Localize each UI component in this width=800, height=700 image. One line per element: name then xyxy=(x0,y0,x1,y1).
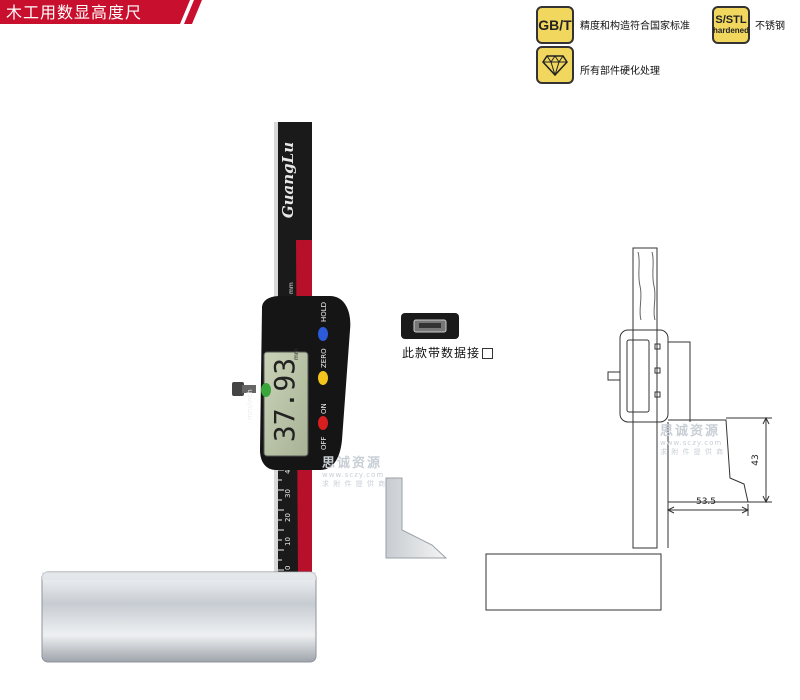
top-scale-mark: mm xyxy=(288,282,295,294)
measuring-hook xyxy=(385,477,448,559)
sstl-badge-subtext: hardened xyxy=(713,26,750,35)
zero-label: ZERO xyxy=(320,348,328,368)
data-port-image xyxy=(401,313,459,339)
gbt-label: 精度和构造符合国家标准 xyxy=(580,21,690,32)
brand-logo: GuangLu xyxy=(279,142,297,218)
watermark-sub-2: 求 附 件 提 供 商 xyxy=(660,448,725,456)
display-value: 37.93 xyxy=(268,358,301,442)
title-banner xyxy=(0,0,202,24)
gbt-badge-text: GB/T xyxy=(538,17,572,33)
drawing-beam xyxy=(632,247,658,549)
sstl-badge: S/STL hardened xyxy=(712,6,750,44)
diamond-icon xyxy=(542,55,568,76)
lcd-display xyxy=(263,351,309,457)
display-unit: mm xyxy=(293,348,300,360)
sstl-label: 不锈钢 xyxy=(755,21,785,32)
watermark-sub: 求 附 件 提 供 商 xyxy=(322,480,387,488)
dimension-height: 43 xyxy=(751,454,761,465)
hardened-label: 所有部件硬化处理 xyxy=(580,66,660,77)
watermark-url: www.sczy.com xyxy=(322,471,385,479)
dimension-width: 53.5 xyxy=(696,497,716,507)
mm-inch-button[interactable] xyxy=(261,383,271,397)
data-port-label: 此款带数据接 xyxy=(402,346,481,360)
drawing-hook xyxy=(668,419,749,503)
data-port-caption: 此款带数据接 xyxy=(402,344,494,361)
watermark-main: 思诚资源 xyxy=(322,456,383,471)
title-bar: 木工用数显高度尺 xyxy=(0,0,220,26)
on-label: ON xyxy=(320,403,328,414)
watermark-url-2: www.sczy.com xyxy=(660,439,723,447)
hold-button[interactable] xyxy=(318,327,328,341)
scale-mark-30: 30 xyxy=(284,489,292,498)
lock-screw xyxy=(232,382,244,396)
scale-mark-0: 0 xyxy=(284,566,292,570)
sstl-badge-text: S/STL xyxy=(715,14,747,26)
scale-mark-20: 20 xyxy=(284,513,292,522)
watermark-main-2: 思诚资源 xyxy=(660,424,721,439)
on-off-button[interactable] xyxy=(318,416,328,430)
off-label: OFF xyxy=(320,436,328,450)
gbt-badge: GB/T xyxy=(536,6,574,44)
scale-mark-10: 10 xyxy=(284,537,292,546)
hold-label: HOLD xyxy=(320,302,328,322)
watermark-secondary: 思诚资源 www.sczy.com 求 附 件 提 供 商 xyxy=(660,420,724,457)
mm-inch-label: mm/inch xyxy=(246,389,254,420)
hardened-badge xyxy=(536,46,574,84)
checkbox-icon xyxy=(482,348,494,359)
watermark: 思诚资源 www.sczy.com 求 附 件 提 供 商 xyxy=(322,452,386,489)
page-title: 木工用数显高度尺 xyxy=(6,3,143,22)
zero-button[interactable] xyxy=(318,371,328,385)
drawing-base xyxy=(485,553,662,611)
